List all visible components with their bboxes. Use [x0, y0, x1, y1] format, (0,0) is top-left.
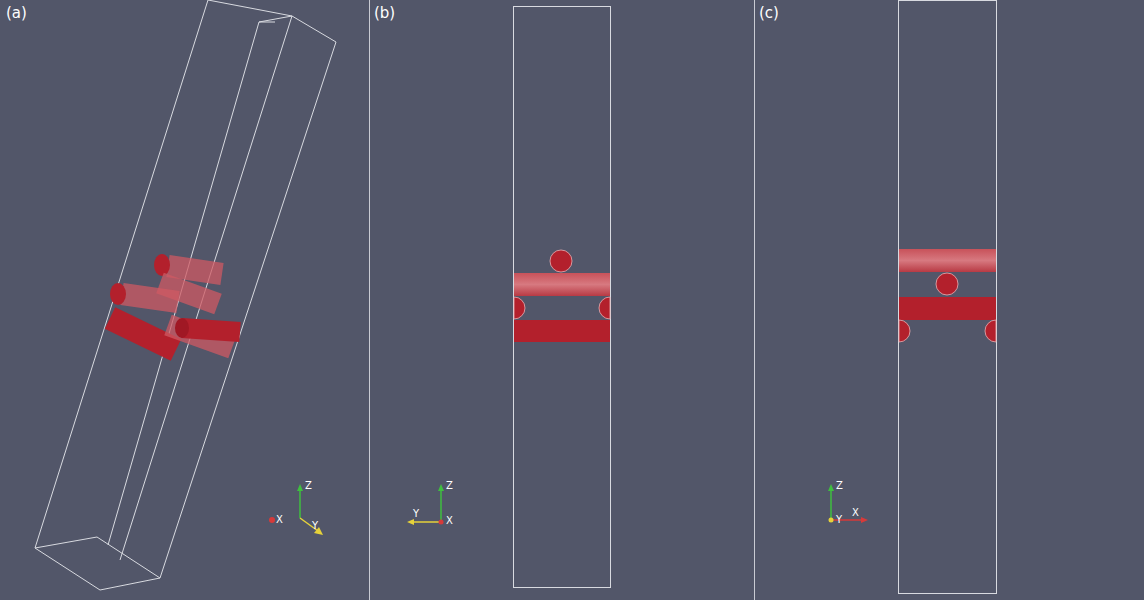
panel-divider	[369, 0, 370, 600]
axis-label: X	[446, 516, 453, 526]
panel-divider	[754, 0, 755, 600]
domain-box	[514, 7, 611, 588]
axis-label: Y	[413, 509, 419, 519]
domain-box	[899, 1, 997, 594]
axis-label: Z	[446, 481, 453, 491]
axes-triad	[828, 484, 868, 523]
cylinders-3d	[110, 254, 240, 350]
axis-label: Z	[305, 481, 312, 491]
cylinders-side-view	[514, 250, 610, 342]
axis-label: X	[852, 508, 859, 518]
axes-triad	[407, 484, 444, 525]
panel-label: (a)	[6, 6, 27, 21]
axis-label: Y	[836, 515, 842, 525]
panel-label: (b)	[374, 6, 395, 21]
axis-label: X	[276, 515, 283, 525]
axis-label: Y	[312, 521, 318, 531]
cylinders-side-view	[899, 249, 996, 342]
domain-box	[35, 0, 336, 590]
axes-triad	[269, 484, 323, 535]
panel-label: (c)	[759, 6, 779, 21]
axis-label: Z	[836, 481, 843, 491]
